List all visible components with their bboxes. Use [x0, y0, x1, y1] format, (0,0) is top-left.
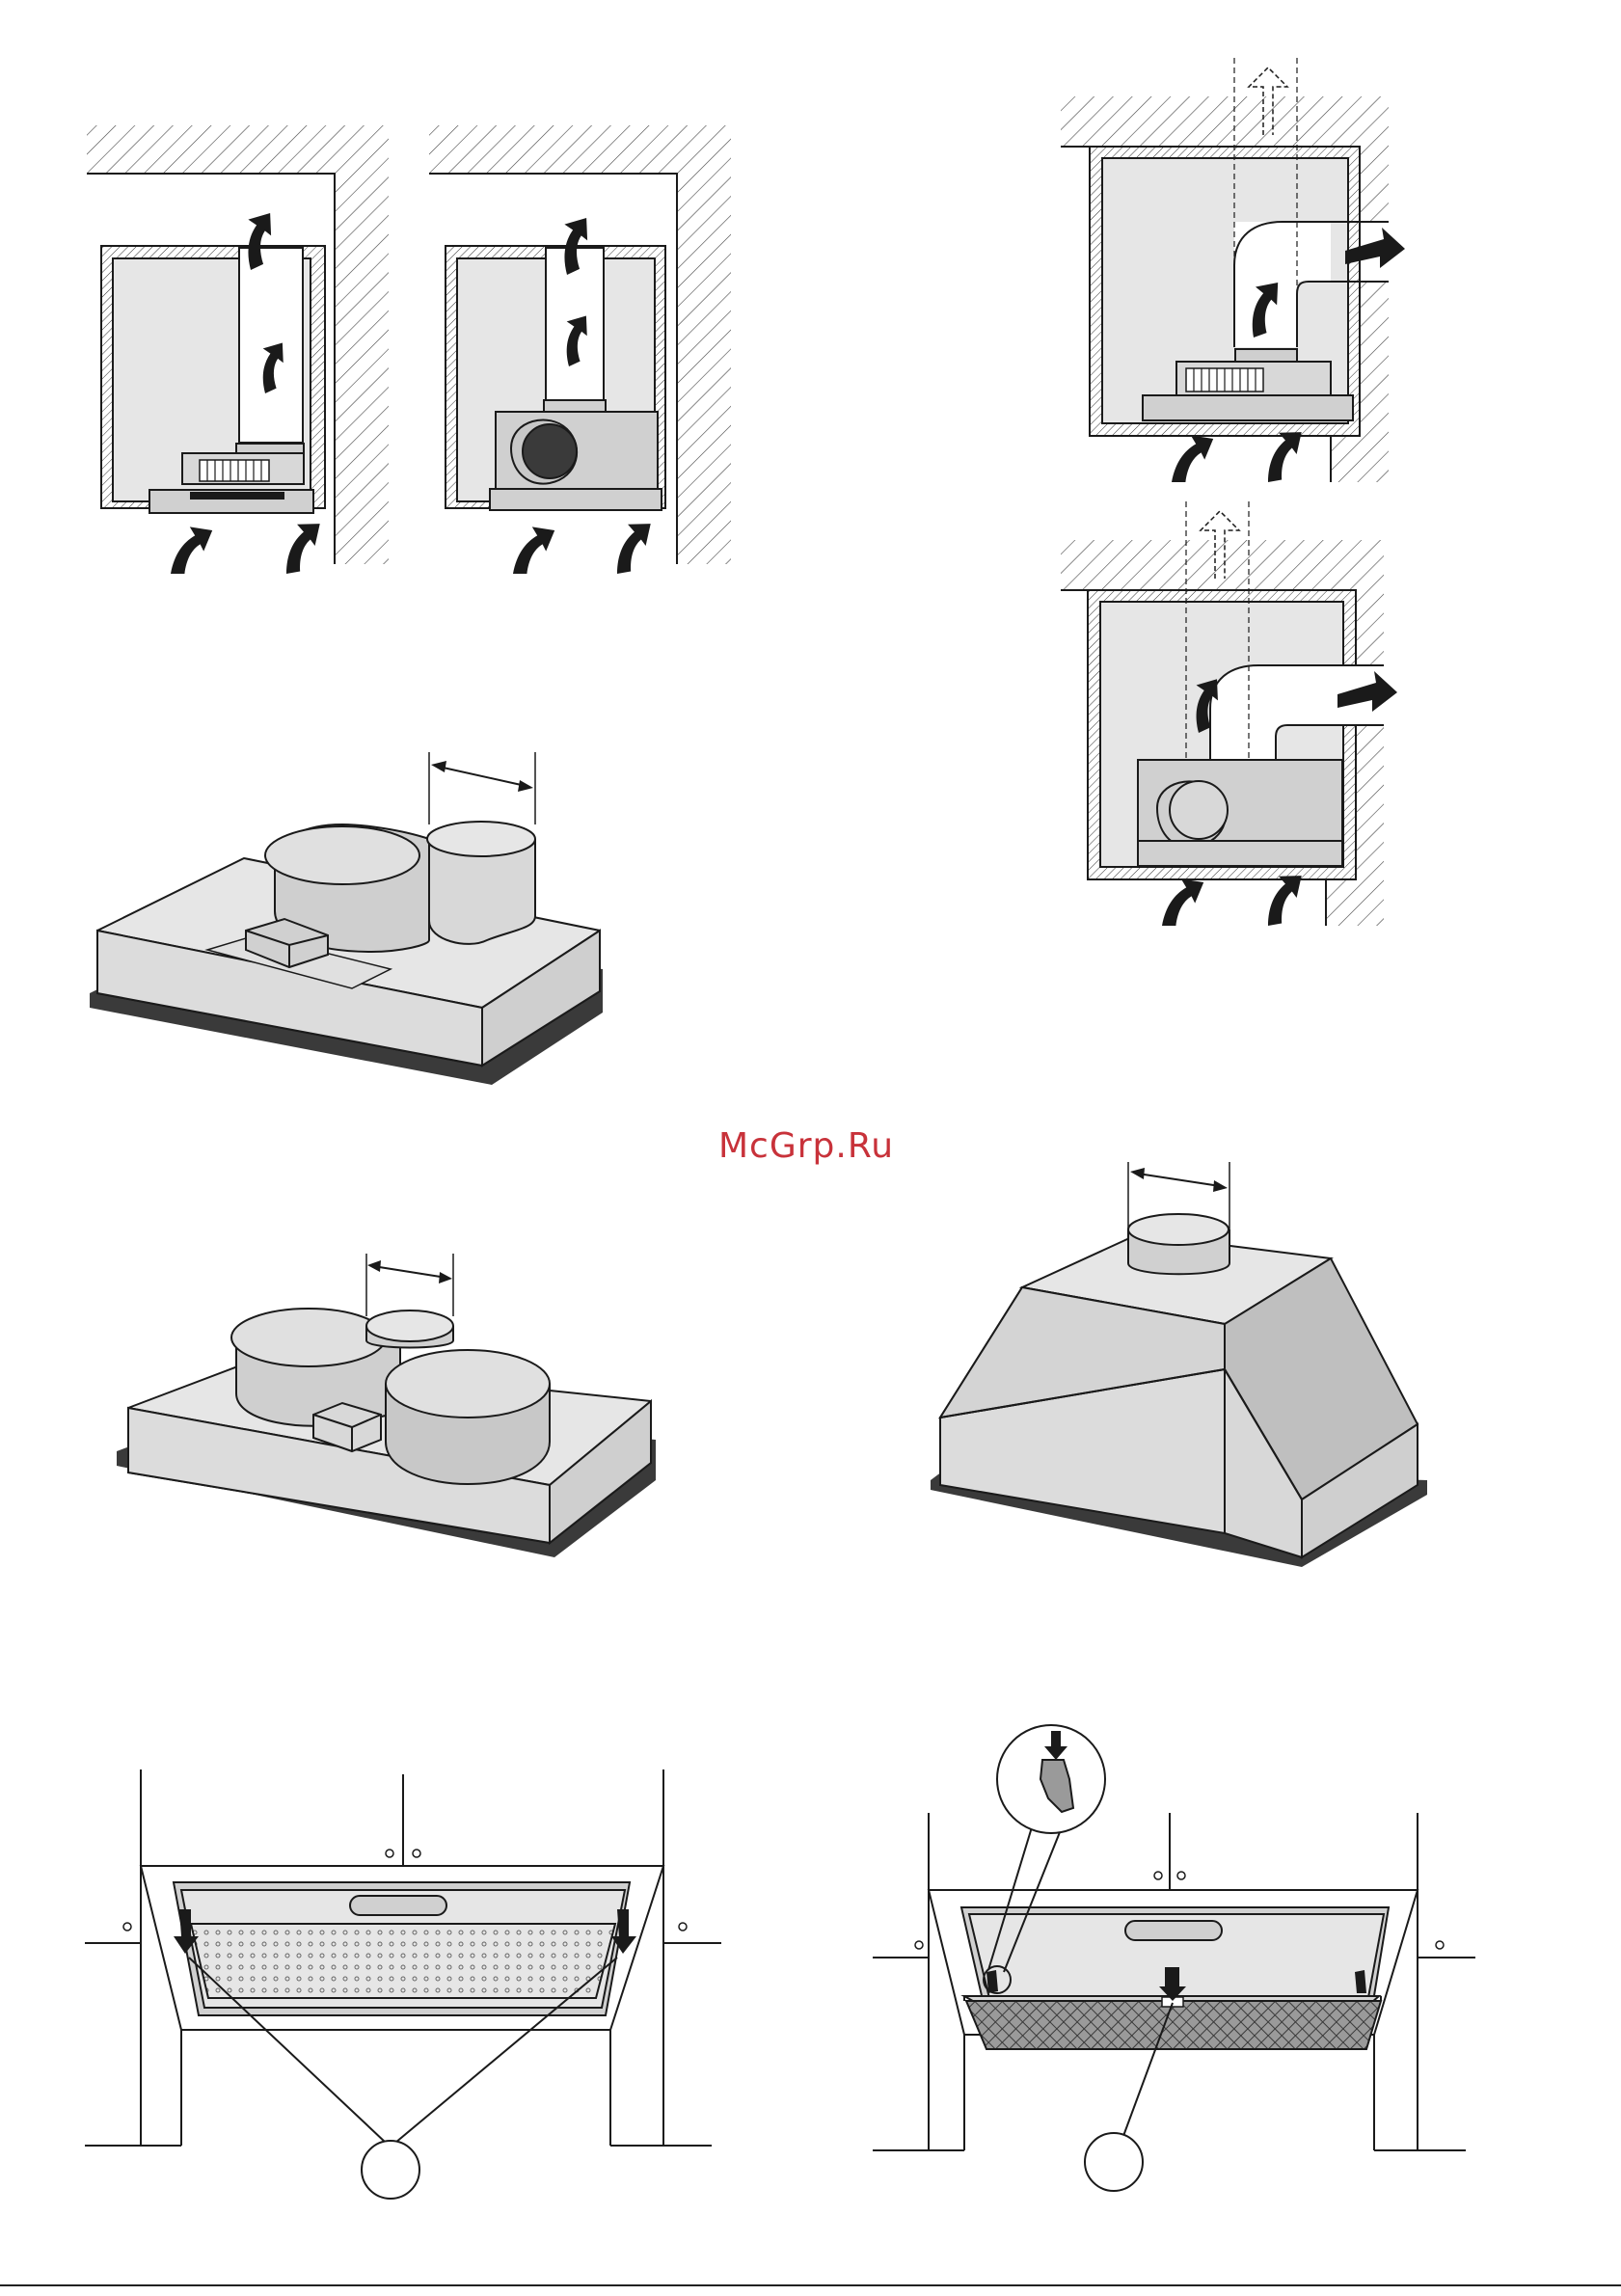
callout-circle — [1085, 2133, 1143, 2191]
grease-filter-removal-aluminium — [85, 1765, 741, 2208]
duct-section-large-blower — [424, 121, 743, 574]
duct-section-side-exit-large-blower — [1056, 501, 1422, 935]
diameter-dimension — [429, 752, 535, 824]
grease-filter-removal-charcoal — [873, 1721, 1490, 2199]
hood-insert-single-outlet — [82, 747, 622, 1099]
hood-insert-double-blower — [111, 1249, 670, 1567]
duct-section-side-exit-small-motor — [1056, 58, 1422, 492]
hood-canopy-round-outlet — [921, 1152, 1437, 1577]
diameter-dimension — [366, 1254, 453, 1316]
footer-divider — [0, 2284, 1621, 2286]
duct-section-small-motor — [82, 121, 400, 574]
callout-circle — [362, 2141, 419, 2199]
watermark-text: McGrp.Ru — [718, 1126, 894, 1166]
